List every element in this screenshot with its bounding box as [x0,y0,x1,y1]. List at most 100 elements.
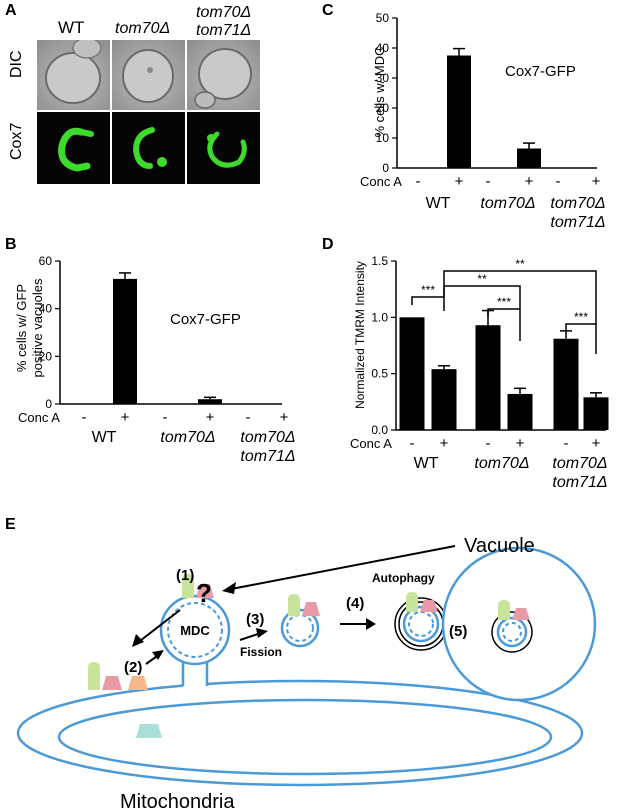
panel-letter-a: A [5,2,17,19]
chart-c-ylabel: % cells w/ MDC [372,46,387,137]
chart-d-ytick-label: 1.0 [371,310,388,324]
chart-d-yaxis: 0.00.51.01.5 [371,254,397,437]
chart-c-category-label: + [525,173,534,190]
dic-image-tom70 [112,40,185,110]
mitochondria-outer-membrane [16,679,584,787]
panel-letter-e: E [5,516,16,533]
chart-b-bar [113,278,137,404]
question-mark-visible: ? [196,578,212,608]
chart-c-ytick-label: 30 [376,71,390,85]
mitochondria-inner-membrane [57,698,553,776]
chart-d-category-label: - [564,435,569,452]
chart-d-category-label: + [440,435,449,452]
arrowhead-4 [366,618,376,630]
fission-label: Fission [240,645,282,659]
vacuole-label: Vacuole [464,535,535,557]
column-label-tom70-double: tom70Δ [196,4,252,21]
chart-d-bar [475,325,501,430]
dic-image-tom70-tom71 [187,40,260,110]
chart-c-ytick-label: 10 [376,131,390,145]
chart-d-significance-bracket [443,270,597,325]
chart-d-category-label: - [486,435,491,452]
step5-label: (5) [449,623,467,640]
chart-c-bars [447,47,541,168]
chart-c-bar [517,148,541,168]
chart-c-category-label: - [486,173,491,190]
chart-d-bar [507,393,533,430]
vacuole-autophagosome-mdv [496,616,528,648]
autophagy-label: Autophagy [372,571,435,585]
chart-b-category-label: + [121,409,130,426]
chart-d-bar [431,369,457,430]
chart-b-category-label: - [246,409,251,426]
autophagosome-mdv [402,605,440,643]
chart-b-row-label: Conc A [18,410,60,425]
chart-c-category-label: + [455,173,464,190]
chart-c-category-label: - [416,173,421,190]
chart-d-significance-label: ** [515,257,525,271]
chart-d-category-label: + [516,435,525,452]
chart-d-significance-label: *** [497,295,511,309]
chart-d-significance-label: ** [477,272,487,286]
cox7-image-tom70-tom71 [187,112,260,184]
chart-d-significance-label: *** [421,283,435,297]
chart-c-ytick-label: 20 [376,101,390,115]
chart-c-group-tom70b: tom70Δ [550,195,605,212]
chart-b-bars [113,272,222,404]
chart-d-ytick-label: 0.5 [371,367,388,381]
chart-d-bar [399,317,425,430]
pink-protein-mdc [196,584,214,598]
pink-protein-vacuole [512,608,530,620]
green-protein-mdv [288,594,300,616]
chart-c-ytick-label: 0 [382,161,389,175]
chart-d-ylabel: Normalized TMRM Intensity [353,261,367,409]
chart-d: Normalized TMRM Intensity 0.00.51.01.5 *… [350,254,609,491]
row-label-dic: DIC [8,50,25,78]
arrowhead-3 [256,628,268,638]
vacuole-autophagosome-inner [502,622,522,642]
row-label-cox7: Cox7 [8,122,25,160]
teal-protein-mito [136,724,162,738]
chart-b-group-tom70: tom70Δ [160,429,215,446]
chart-d-bars [399,309,609,430]
green-protein-mito [88,662,100,690]
chart-c-ytick-label: 40 [376,41,390,55]
chart-d-significance-label: *** [574,310,588,324]
chart-b-categories: -+-+-+ [82,409,289,426]
chart-c-category-label: + [592,173,601,190]
chart-c-ytick-label: 50 [376,11,390,25]
green-protein-mdc [182,574,194,598]
arrow-question-to-mito [135,609,181,645]
chart-d-significance-bracket [565,323,597,354]
panel-letter-d: D [322,236,334,253]
chart-b-category-label: + [280,409,289,426]
chart-c-group-wt: WT [426,195,451,212]
chart-d-categories: -+-+-+ [410,435,601,452]
chart-d-row-label: Conc A [350,436,392,451]
green-protein-vacuole [498,600,510,620]
step3-label: (3) [246,611,264,628]
dic-image-wt [37,40,110,110]
chart-b-category-label: + [206,409,215,426]
chart-c-row-label: Conc A [360,174,402,189]
autophagosome-mdv-inner [408,611,434,637]
chart-b-ytick-label: 20 [39,349,53,363]
chart-b-ylabel2: positive vacuoles [30,278,45,377]
chart-d-significance-bracket [411,296,445,311]
chart-d-ytick-label: 0.0 [371,423,388,437]
chart-c-group-tom71: tom71Δ [550,214,605,231]
mdc-label: MDC [180,623,210,638]
cox7-image-wt [37,112,110,184]
chart-b-ylabel: % cells w/ GFP [14,284,29,372]
mdv-inner [286,614,314,642]
chart-d-category-label: - [410,435,415,452]
chart-b-group-tom71: tom71Δ [240,448,295,465]
chart-b-group-tom70b: tom70Δ [240,429,295,446]
chart-d-bar [553,338,579,430]
chart-b-group-wt: WT [92,429,117,446]
column-label-tom70: tom70Δ [115,20,171,37]
diagram-e: Mitochondria MDC (1) ? ? (2) (3) Fission… [16,535,597,811]
green-protein-autophagosome [406,592,418,612]
chart-b: % cells w/ GFP positive vacuoles 0204060… [14,254,296,465]
